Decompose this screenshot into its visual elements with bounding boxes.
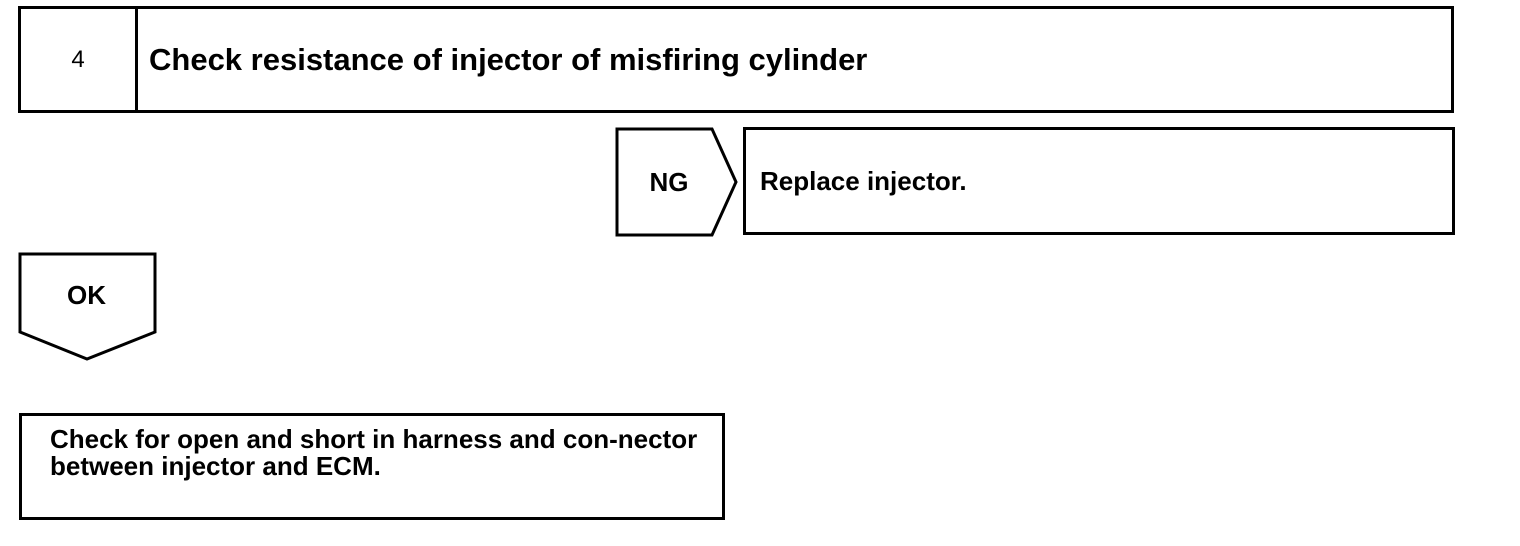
- ng-arrow-shape: [615, 127, 738, 237]
- ng-result-box: Replace injector.: [743, 127, 1455, 235]
- next-step-text: Check for open and short in harness and …: [50, 424, 698, 481]
- step-header-box: 4 Check resistance of injector of misfir…: [18, 6, 1454, 113]
- ng-label: NG: [649, 166, 689, 197]
- step-title: Check resistance of injector of misfirin…: [149, 41, 868, 77]
- step-number: 4: [21, 9, 138, 110]
- ng-result-text: Replace injector.: [760, 165, 967, 196]
- ok-arrow-shape: [18, 252, 157, 361]
- next-step-box: Check for open and short in harness and …: [19, 413, 725, 520]
- ok-label: OK: [67, 279, 106, 310]
